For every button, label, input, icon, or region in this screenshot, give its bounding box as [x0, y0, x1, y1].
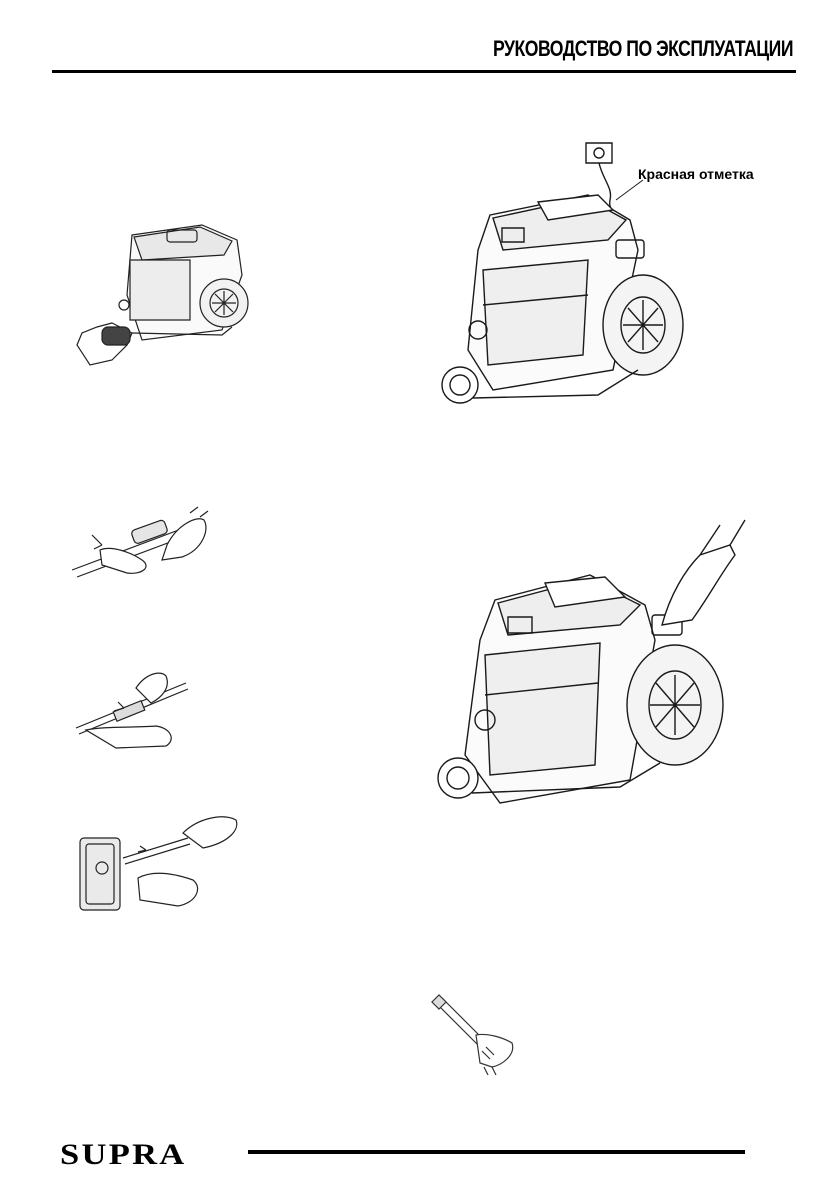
floor-brush-illustration: [78, 808, 243, 913]
footer-rule: [248, 1150, 745, 1154]
tube-connect-illustration: [72, 505, 212, 580]
red-mark-callout-label: Красная отметка: [638, 166, 754, 182]
telescopic-tube-illustration: [76, 668, 191, 753]
crevice-tool-illustration: [432, 995, 517, 1077]
hose-attach-illustration: [72, 215, 252, 375]
brand-logo: SUPRA: [60, 1138, 187, 1172]
power-button-illustration: [430, 525, 750, 825]
header-rule: [52, 70, 796, 73]
page-title: РУКОВОДСТВО ПО ЭКСПЛУАТАЦИИ: [493, 36, 793, 62]
